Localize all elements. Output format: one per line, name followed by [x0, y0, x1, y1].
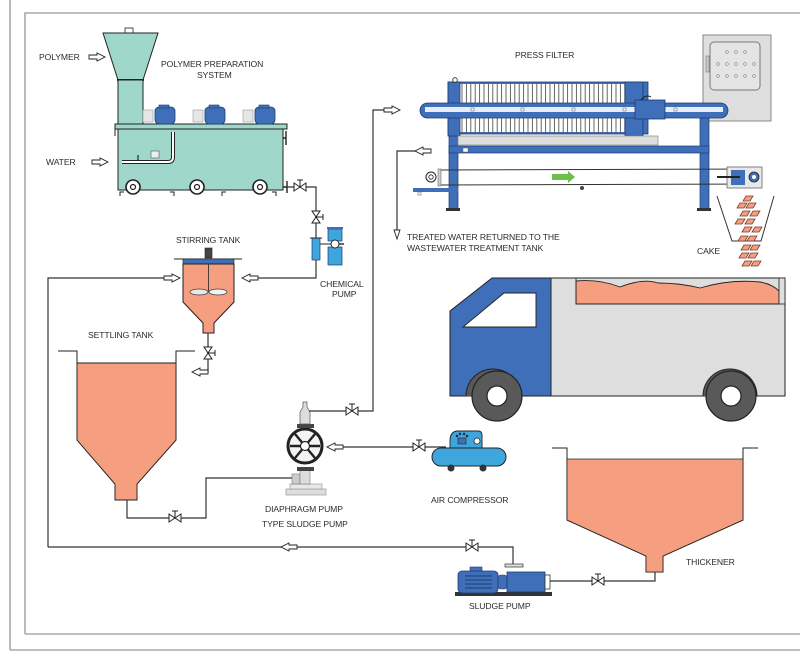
sludge-pump-discharge-pipe [48, 546, 514, 564]
return-flow-arrow-icon [280, 542, 298, 552]
settling-tank-sludge [76, 362, 177, 501]
valve-icon[interactable] [412, 439, 426, 452]
treated-water-outlet-arrow-icon [393, 229, 401, 241]
inner-frame [24, 12, 800, 634]
treated-water-label-line2: WASTEWATER TREATMENT TANK [407, 243, 544, 253]
polymer-label: POLYMER [39, 52, 80, 62]
water-label: WATER [46, 157, 76, 167]
polymer-hopper [102, 32, 159, 81]
mixer-motor-icon [142, 104, 176, 125]
return-pipe [47, 277, 178, 547]
return-arrow-icon [163, 273, 181, 283]
press-feed-arrow-icon [383, 105, 401, 115]
mixer-motor-icon [242, 104, 276, 125]
valve-icon[interactable] [203, 346, 216, 360]
chemical-feed-arrow-icon [241, 273, 259, 283]
valve-icon[interactable] [345, 403, 359, 416]
chemical-pump-label-line2: PUMP [332, 289, 357, 299]
thickener [552, 447, 758, 573]
hopper-cap [124, 27, 134, 34]
diaphragm-pump-label-line2: TYPE SLUDGE PUMP [262, 519, 348, 529]
sludge-pump [455, 563, 552, 596]
thickener-sludge [566, 458, 744, 573]
hopper-column [117, 79, 144, 125]
cake-hopper [716, 195, 775, 242]
tank-lid [114, 123, 288, 130]
chemical-feed-pipe [244, 260, 317, 279]
valve-icon[interactable] [591, 573, 605, 586]
tank-wheel-icon [125, 179, 141, 195]
diaphragm-pump-label-line1: DIAPHRAGM PUMP [265, 504, 343, 514]
diaphragm-pump [285, 401, 327, 496]
stirring-tank-body [182, 263, 235, 334]
stirring-tank-label: STIRRING TANK [176, 235, 241, 245]
cake-pieces [734, 195, 763, 267]
polymer-system-label-line1: POLYMER PREPARATION [161, 59, 263, 69]
cake-label: CAKE [697, 246, 720, 256]
air-compressor-label: AIR COMPRESSOR [431, 495, 508, 505]
mixer-motor-icon [192, 104, 226, 125]
press-feed-pipe [309, 109, 397, 412]
polymer-system-label-line2: SYSTEM [197, 70, 232, 80]
settling-tank-label: SETTLING TANK [88, 330, 154, 340]
filter-plates [461, 84, 626, 133]
air-compressor [431, 430, 507, 472]
stirring-outlet-pipe [196, 333, 209, 373]
truck-window [461, 292, 537, 328]
thickener-outlet-pipe [550, 572, 656, 582]
treated-water-label-line1: TREATED WATER RETURNED TO THE [407, 232, 560, 242]
thickener-label: THICKENER [686, 557, 735, 567]
truck [449, 277, 786, 422]
chemical-pump [310, 227, 344, 266]
water-inlet-arrow-icon [91, 157, 109, 167]
air-line-arrow-icon [326, 442, 344, 452]
polymer-preparation-system [102, 27, 288, 196]
stirring-tank [174, 247, 242, 334]
polymer-tank [117, 128, 284, 191]
sludge-pump-label: SLUDGE PUMP [469, 601, 531, 611]
flow-direction-arrow-icon [552, 171, 575, 183]
press-filter-label: PRESS FILTER [515, 50, 574, 60]
filtrate-arrow-icon [414, 146, 432, 156]
press-filter [413, 34, 772, 211]
polymer-outlet-pipe [287, 186, 317, 258]
polymer-inlet-arrow-icon [88, 52, 106, 62]
settling-tank [58, 350, 195, 501]
tank-wheel-icon [252, 179, 268, 195]
truck-cargo-cake [575, 280, 780, 305]
chemical-pump-label-line1: CHEMICAL [320, 279, 364, 289]
tank-wheel-icon [189, 179, 205, 195]
valve-icon[interactable] [168, 510, 182, 523]
valve-icon[interactable] [311, 210, 324, 224]
settling-outlet-pipe [126, 477, 293, 519]
valve-icon[interactable] [465, 539, 479, 552]
agitator-motor-icon [204, 247, 213, 259]
settling-feed-arrow-icon [191, 367, 209, 377]
valve-icon[interactable] [293, 179, 307, 192]
